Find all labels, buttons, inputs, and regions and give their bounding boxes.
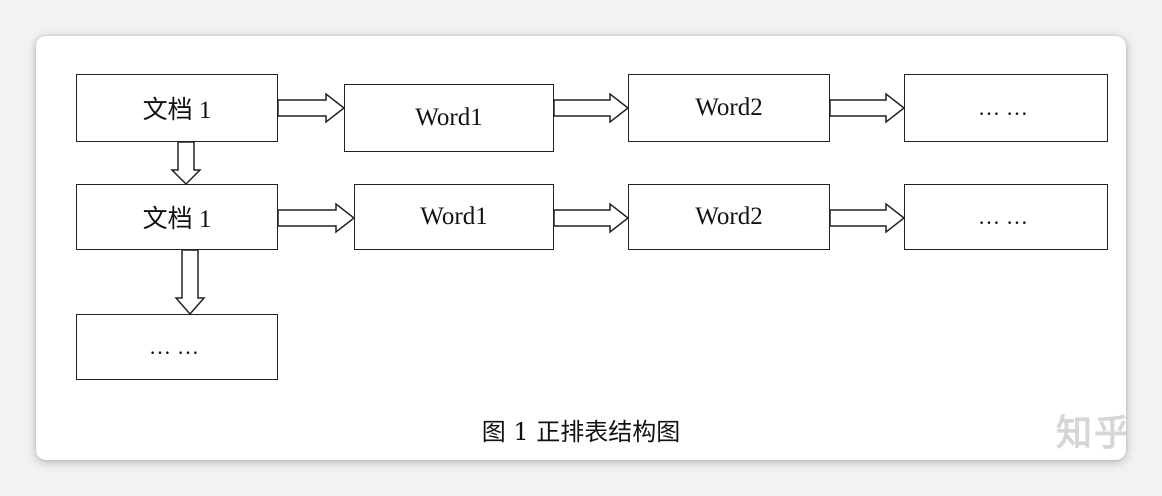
arrow-doc2-down-to-more bbox=[174, 249, 206, 316]
row2-doc-node: 文档 1 bbox=[76, 184, 278, 250]
row2-doc-label: 文档 1 bbox=[142, 206, 212, 233]
row2-more-label: …… bbox=[978, 204, 1034, 229]
row1-doc-label: 文档 1 bbox=[142, 97, 212, 124]
row2-more-node: …… bbox=[904, 184, 1108, 250]
arrow-r2-word2-to-more bbox=[829, 202, 906, 234]
row2-word2-node: Word2 bbox=[628, 184, 830, 250]
arrow-r2-word1-to-word2 bbox=[553, 202, 630, 234]
row2-word1-label: Word1 bbox=[420, 203, 488, 230]
arrow-r1-doc-to-word1 bbox=[277, 92, 346, 124]
row1-word1-node: Word1 bbox=[344, 84, 554, 152]
zhihu-watermark: 知乎 bbox=[1055, 413, 1126, 454]
diagram-card: 文档 1 Word1 Word2 …… 文档 1 Word1 Word2 …… … bbox=[36, 36, 1126, 460]
row2-word2-label: Word2 bbox=[695, 203, 763, 230]
figure-caption: 图 1 正排表结构图 bbox=[481, 418, 681, 446]
row1-more-label: …… bbox=[978, 95, 1034, 120]
arrow-doc1-down-to-doc2 bbox=[170, 141, 202, 186]
row3-more-label: …… bbox=[149, 334, 205, 359]
row1-more-node: …… bbox=[904, 74, 1108, 142]
arrow-r2-doc-to-word1 bbox=[277, 202, 356, 234]
arrows-layer bbox=[170, 92, 906, 316]
row1-word2-label: Word2 bbox=[695, 94, 763, 121]
arrow-r1-word1-to-word2 bbox=[553, 92, 630, 124]
arrow-r1-word2-to-more bbox=[829, 92, 906, 124]
row2-word1-node: Word1 bbox=[354, 184, 554, 250]
row1-word1-label: Word1 bbox=[415, 104, 483, 131]
row1-doc-node: 文档 1 bbox=[76, 74, 278, 142]
row3-more-node: …… bbox=[76, 314, 278, 380]
row1-word2-node: Word2 bbox=[628, 74, 830, 142]
